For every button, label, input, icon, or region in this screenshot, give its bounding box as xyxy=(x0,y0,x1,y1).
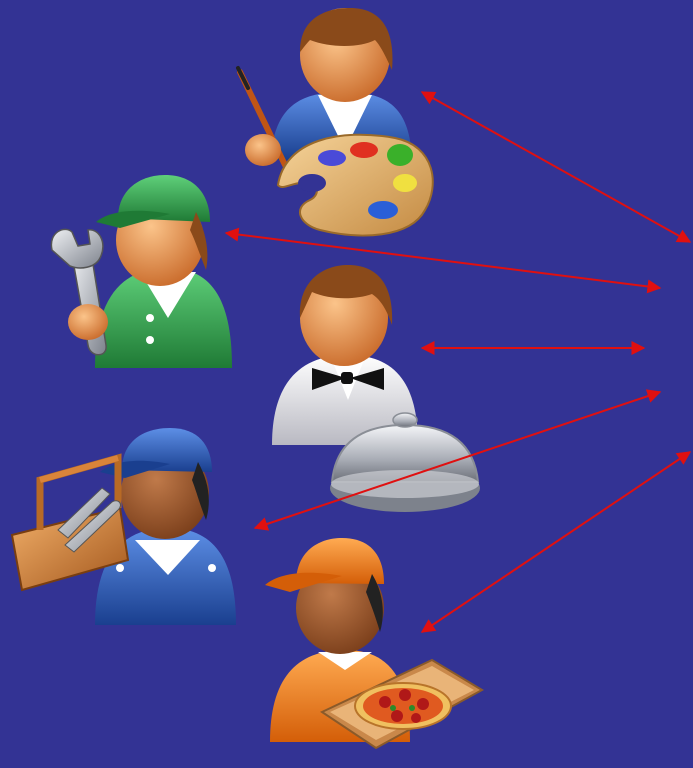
connector-arrows xyxy=(224,91,692,633)
pizza-box-icon xyxy=(319,658,485,750)
painter-figure xyxy=(236,8,434,237)
palette-icon xyxy=(276,133,434,237)
arrow-pizza xyxy=(420,451,692,633)
mechanic-figure xyxy=(50,175,232,368)
pizza-delivery-figure xyxy=(265,538,485,750)
arrow-painter xyxy=(420,91,692,243)
arrow-mechanic xyxy=(224,227,662,294)
waiter-figure xyxy=(272,265,480,512)
bowtie-icon xyxy=(312,368,384,390)
toolbox-icon xyxy=(10,453,130,592)
handyman-figure xyxy=(10,428,236,625)
